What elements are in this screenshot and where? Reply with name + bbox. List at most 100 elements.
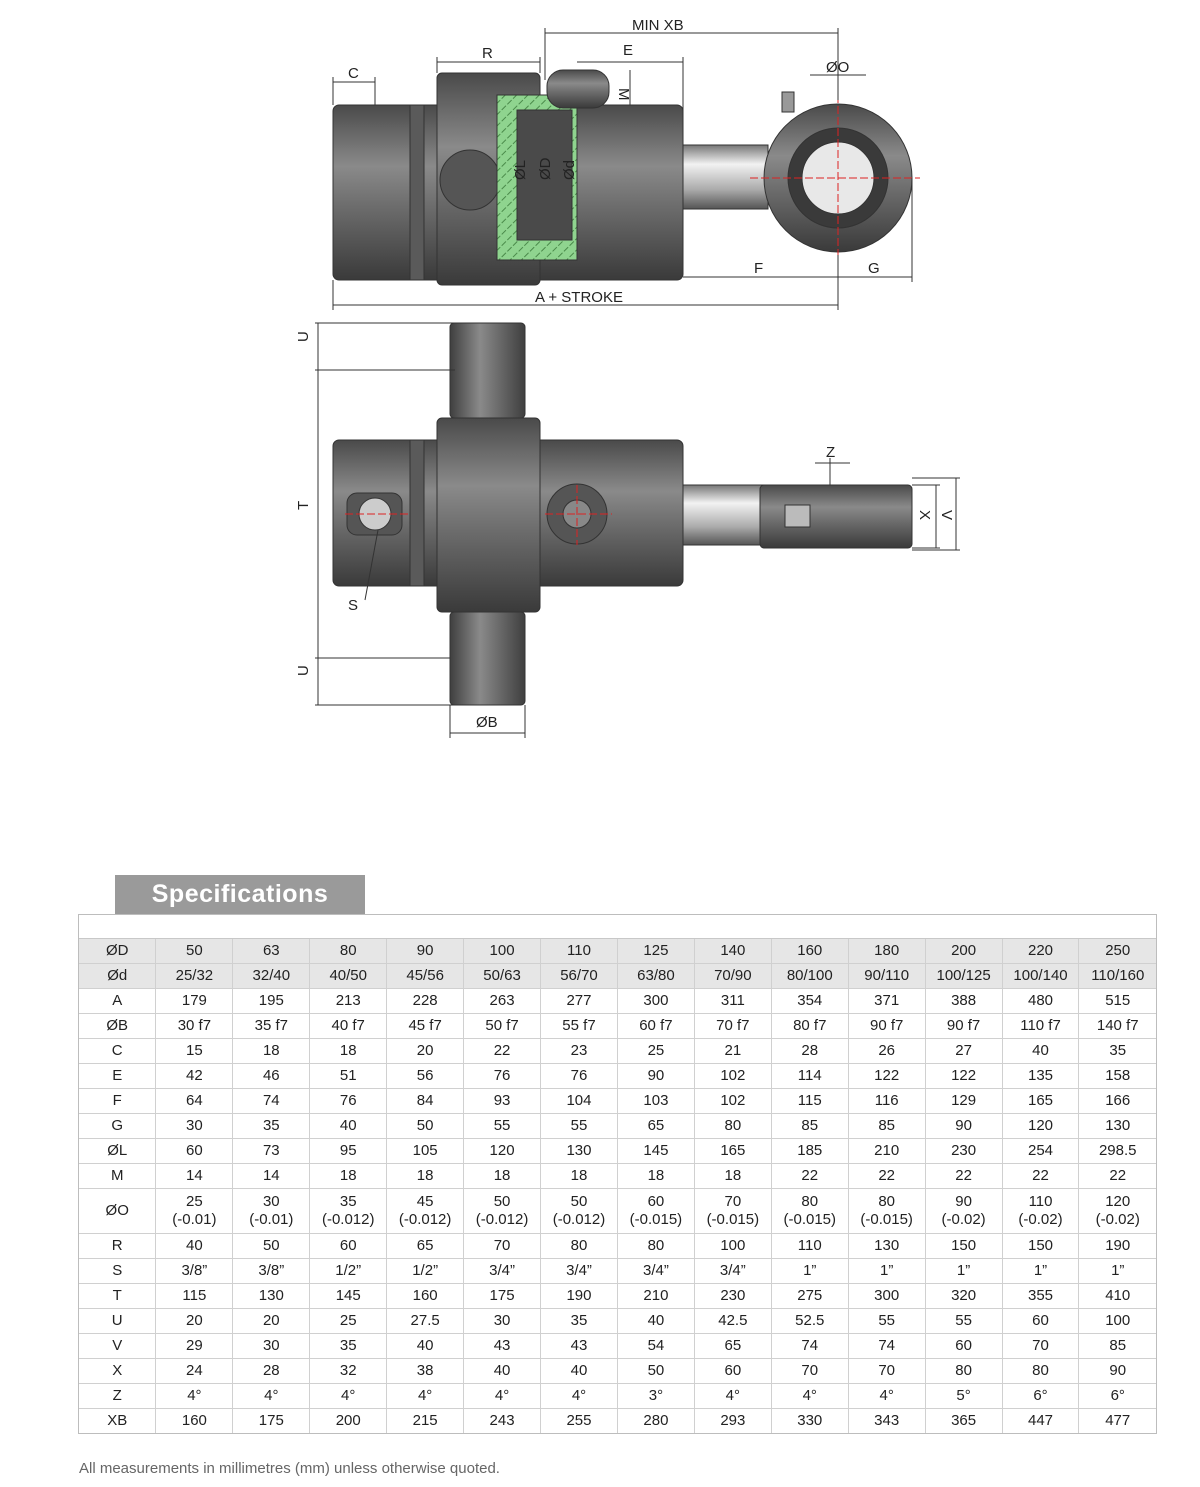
table-cell: 343	[848, 1408, 926, 1433]
table-cell: 22	[463, 1038, 542, 1064]
table-cell: 355	[1002, 1283, 1080, 1309]
table-cell: 28	[232, 1358, 311, 1384]
table-cell: 18	[617, 1163, 695, 1189]
label-min-xb: MIN XB	[632, 17, 684, 34]
table-cell: 4°	[386, 1383, 465, 1409]
specifications-heading: Specifications	[115, 875, 365, 914]
table-cell: 18	[309, 1038, 388, 1064]
table-cell: 160	[155, 1408, 234, 1433]
table-cell: 114	[771, 1063, 849, 1089]
cylinder-technical-drawing: MIN XB R E C M ØO ØL ØD Ød F G A + STROK…	[295, 17, 960, 738]
row-label: F	[79, 1088, 157, 1114]
table-cell: 40/50	[309, 963, 388, 989]
table-cell: 65	[386, 1233, 465, 1259]
table-cell: 447	[1002, 1408, 1080, 1433]
table-cell: 27	[925, 1038, 1003, 1064]
table-cell: 80/100	[771, 963, 849, 989]
table-cell: 130	[848, 1233, 926, 1259]
table-cell: 50 f7	[463, 1013, 542, 1039]
table-cell: 1”	[1002, 1258, 1080, 1284]
table-cell: 40	[1002, 1038, 1080, 1064]
table-cell: 4°	[309, 1383, 388, 1409]
table-cell: 110/160	[1078, 963, 1156, 989]
table-cell: 243	[463, 1408, 542, 1433]
footnote: All measurements in millimetres (mm) unl…	[79, 1460, 500, 1477]
row-label: X	[79, 1358, 157, 1384]
row-label: C	[79, 1038, 157, 1064]
table-cell: 35 f7	[232, 1013, 311, 1039]
table-cell: 85	[771, 1113, 849, 1139]
table-cell: 4°	[848, 1383, 926, 1409]
table-cell: 28	[771, 1038, 849, 1064]
label-u-bottom: U	[295, 665, 312, 676]
row-label: U	[79, 1308, 157, 1334]
label-v: V	[938, 510, 955, 520]
table-cell: 32	[309, 1358, 388, 1384]
table-cell: 90 f7	[925, 1013, 1003, 1039]
label-r: R	[482, 45, 493, 62]
table-cell: 180	[848, 939, 926, 964]
row-label: ØO	[79, 1188, 157, 1234]
table-cell: 50	[155, 939, 234, 964]
table-cell: 255	[540, 1408, 618, 1433]
row-label: ØB	[79, 1013, 157, 1039]
table-cell: 76	[540, 1063, 618, 1089]
table-cell: 160	[771, 939, 849, 964]
table-cell: 80	[309, 939, 388, 964]
table-cell: 220	[1002, 939, 1080, 964]
table-cell: 32/40	[232, 963, 311, 989]
table-cell: 15	[155, 1038, 234, 1064]
table-blank-row	[79, 915, 1156, 939]
table-cell: 300	[617, 988, 695, 1014]
table-cell: 130	[540, 1138, 618, 1164]
table-cell: 18	[232, 1038, 311, 1064]
table-cell: 3°	[617, 1383, 695, 1409]
table-cell: 60	[309, 1233, 388, 1259]
table-cell: 102	[694, 1088, 772, 1114]
table-cell: 30	[155, 1113, 234, 1139]
row-label: M	[79, 1163, 157, 1189]
table-cell: 210	[617, 1283, 695, 1309]
table-cell: 293	[694, 1408, 772, 1433]
bottom-view-labels: U T U S ØB Z X V	[295, 331, 955, 731]
table-cell: 20	[155, 1308, 234, 1334]
table-cell: 22	[1078, 1163, 1156, 1189]
table-cell: 110 (-0.02)	[1002, 1188, 1080, 1234]
table-cell: 14	[155, 1163, 234, 1189]
table-cell: 18	[386, 1163, 465, 1189]
table-cell: 263	[463, 988, 542, 1014]
table-cell: 51	[309, 1063, 388, 1089]
table-cell: 116	[848, 1088, 926, 1114]
table-cell: 70/90	[694, 963, 772, 989]
table-cell: 100	[1078, 1308, 1156, 1334]
table-cell: 22	[848, 1163, 926, 1189]
table-cell: 63/80	[617, 963, 695, 989]
table-cell: 70	[1002, 1333, 1080, 1359]
table-cell: 70 (-0.015)	[694, 1188, 772, 1234]
table-cell: 25	[617, 1038, 695, 1064]
table-cell: 125	[617, 939, 695, 964]
table-cell: 1”	[1078, 1258, 1156, 1284]
table-cell: 100/125	[925, 963, 1003, 989]
table-cell: 130	[1078, 1113, 1156, 1139]
table-cell: 93	[463, 1088, 542, 1114]
table-cell: 50	[386, 1113, 465, 1139]
row-label: Z	[79, 1383, 157, 1409]
row-label: V	[79, 1333, 157, 1359]
table-cell: 55 f7	[540, 1013, 618, 1039]
table-cell: 175	[463, 1283, 542, 1309]
label-e: E	[623, 42, 633, 59]
table-cell: 80	[925, 1358, 1003, 1384]
table-cell: 3/8”	[155, 1258, 234, 1284]
table-cell: 250	[1078, 939, 1156, 964]
table-cell: 30	[463, 1308, 542, 1334]
top-view-labels: MIN XB R E C M ØO ØL ØD Ød F G A + STROK…	[348, 17, 880, 306]
label-t: T	[295, 501, 312, 510]
table-cell: 25	[309, 1308, 388, 1334]
table-cell: 145	[309, 1283, 388, 1309]
